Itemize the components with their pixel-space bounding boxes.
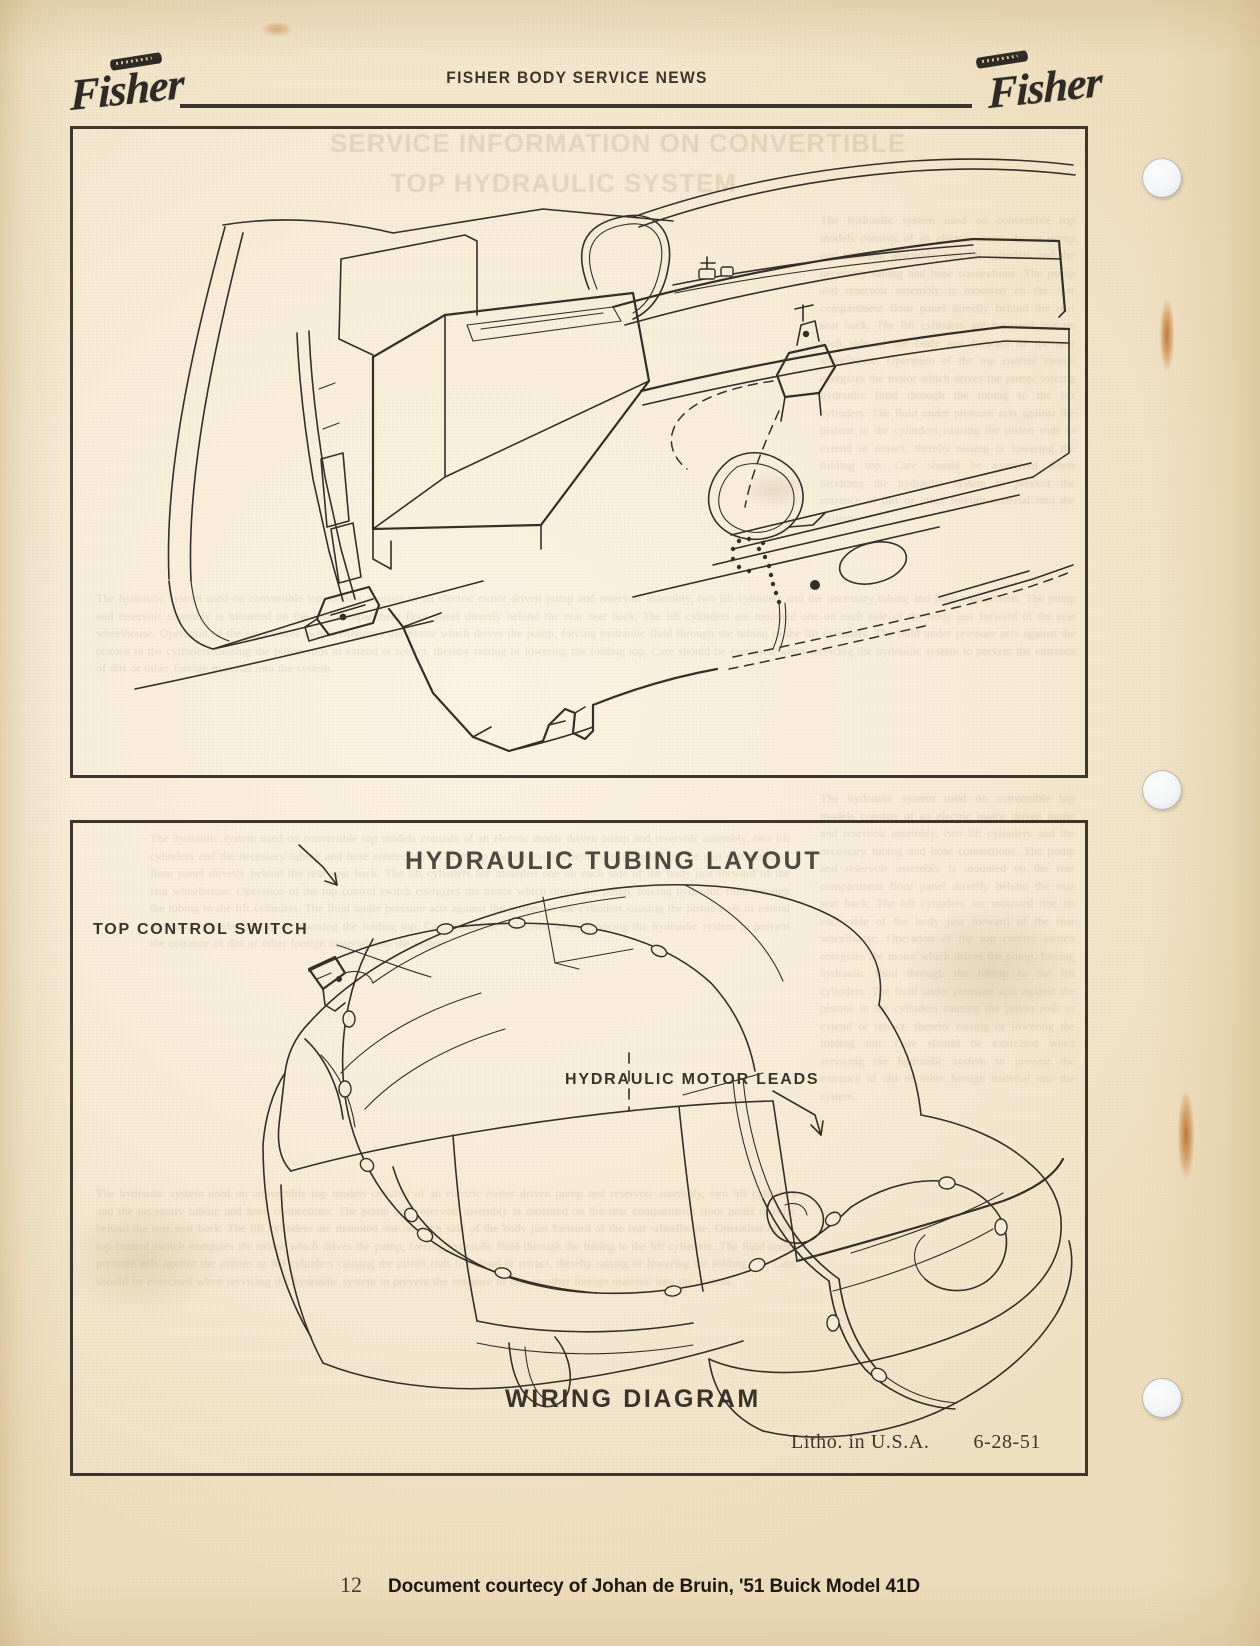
top-control-switch-part bbox=[307, 955, 374, 1012]
figure-hydraulic-tubing-layout: HYDRAULIC TUBING LAYOUT bbox=[70, 126, 1088, 875]
figure-wiring-diagram: TOP CONTROL SWITCH HYDRAULIC MOTOR LEADS… bbox=[70, 820, 1088, 1476]
fisher-logo-right: Fisher bbox=[988, 56, 1102, 119]
wiring-harness bbox=[308, 922, 1008, 1410]
litho-note: Litho. in U.S.A. bbox=[791, 1431, 930, 1453]
litho-line: Litho. in U.S.A. 6-28-51 bbox=[791, 1431, 1041, 1454]
litho-date: 6-28-51 bbox=[973, 1431, 1042, 1453]
page-title: FISHER BODY SERVICE NEWS bbox=[446, 68, 708, 87]
punch-hole-top bbox=[1142, 158, 1182, 198]
figure-2-caption: WIRING DIAGRAM bbox=[505, 1385, 761, 1413]
footer-credit: Document courtecy of Johan de Bruin, '51… bbox=[387, 1576, 921, 1597]
harness-clips bbox=[338, 917, 1008, 1383]
label-top-control-switch: TOP CONTROL SWITCH bbox=[93, 921, 309, 938]
footer-page-number: 12 bbox=[339, 1572, 362, 1597]
tubing-bead-run bbox=[730, 536, 782, 605]
label-hydraulic-motor-leads: HYDRAULIC MOTOR LEADS bbox=[565, 1071, 820, 1088]
hydraulic-motor-part bbox=[766, 1191, 825, 1244]
punch-hole-bottom bbox=[1142, 1378, 1182, 1418]
hydraulic-tubing-illustration bbox=[134, 158, 1076, 753]
leader-line-top-control-switch bbox=[298, 844, 338, 886]
wiring-diagram-illustration bbox=[262, 844, 1073, 1438]
page-footer: 12 Document courtecy of Johan de Bruin, … bbox=[0, 1572, 1260, 1598]
figure-1-caption: HYDRAULIC TUBING LAYOUT bbox=[405, 847, 823, 875]
punch-hole-middle bbox=[1142, 770, 1182, 810]
header-rule bbox=[180, 104, 972, 108]
page-header: Fisher FISHER BODY SERVICE NEWS Fisher bbox=[62, 44, 1102, 120]
